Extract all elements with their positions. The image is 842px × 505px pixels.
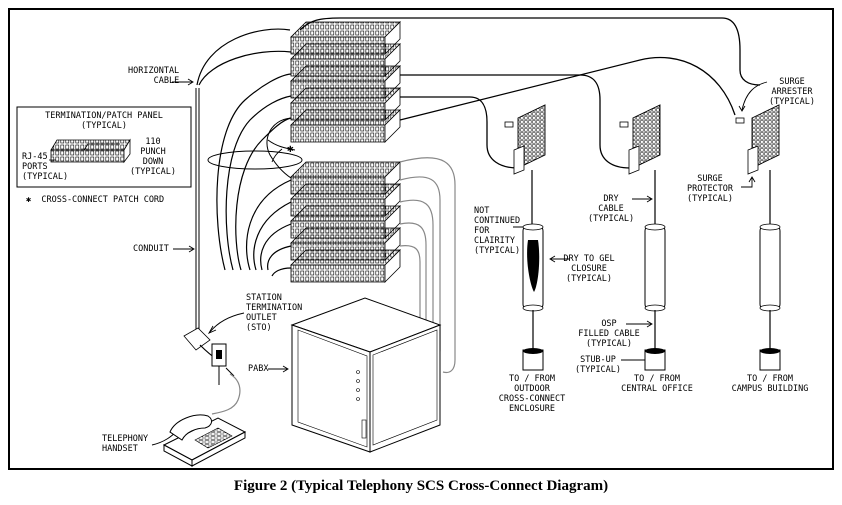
- stub-up-label: STUB-UP (TYPICAL): [574, 355, 622, 375]
- horizontal-cable-label: HORIZONTAL CABLE: [128, 66, 180, 86]
- handset-cord: [211, 373, 241, 415]
- patch-cord-asterisk: ✱: [287, 142, 294, 155]
- punch-down-label: 110 PUNCH DOWN (TYPICAL): [129, 137, 177, 177]
- osp-cable-label: OSP FILLED CABLE (TYPICAL): [578, 319, 640, 349]
- to-campus-building-label: TO / FROM CAMPUS BUILDING: [731, 374, 809, 394]
- pabx-label: PABX: [248, 364, 269, 374]
- legend-box: [16, 106, 192, 188]
- rj45-ports-label: RJ-45 PORTS (TYPICAL): [22, 152, 69, 182]
- conduit-label: CONDUIT: [133, 244, 169, 254]
- outside-plant-cables: [299, 17, 761, 169]
- patch-panel-5: [290, 109, 401, 143]
- dry-cable-label: DRY CABLE (TYPICAL): [588, 194, 635, 224]
- cross-connect-note: ✱ CROSS-CONNECT PATCH CORD: [26, 195, 165, 205]
- station-outlet: [183, 327, 235, 385]
- legend-title: TERMINATION/PATCH PANEL (TYPICAL): [45, 111, 163, 131]
- to-central-office-label: TO / FROM CENTRAL OFFICE: [621, 374, 693, 394]
- conduit: [195, 88, 200, 340]
- horizontal-cables: [196, 28, 292, 277]
- telephony-handset-label: TELEPHONY HANDSET: [102, 434, 149, 454]
- figure-caption: Figure 2 (Typical Telephony SCS Cross-Co…: [233, 478, 609, 494]
- surge-arrester-label: SURGE ARRESTER (TYPICAL): [768, 77, 816, 107]
- sto-label: STATION TERMINATION OUTLET (STO): [246, 293, 303, 333]
- closure-1: [522, 170, 544, 371]
- closure-2: [644, 170, 666, 371]
- closure-3: [759, 170, 781, 371]
- patch-panel-stack: [290, 21, 401, 283]
- surge-protector-label: SURGE PROTECTOR (TYPICAL): [686, 174, 734, 204]
- legend-patch-panel: [50, 138, 131, 164]
- patch-cord-loop: [207, 117, 303, 179]
- surge-protector-1: [504, 104, 546, 175]
- pabx-cabinet: [290, 297, 442, 453]
- surge-protector-2: [619, 104, 661, 175]
- surge-protector-3: [735, 104, 780, 175]
- telephone-handset: [162, 414, 247, 467]
- to-outdoor-label: TO / FROM OUTDOOR CROSS-CONNECT ENCLOSUR…: [498, 374, 566, 414]
- diagram-frame: [8, 8, 834, 470]
- patch-panel-10: [290, 249, 401, 283]
- not-continued-label: NOT CONTINUED FOR CLAIRITY (TYPICAL): [474, 206, 521, 256]
- dry-to-gel-label: DRY TO GEL CLOSURE (TYPICAL): [563, 254, 615, 284]
